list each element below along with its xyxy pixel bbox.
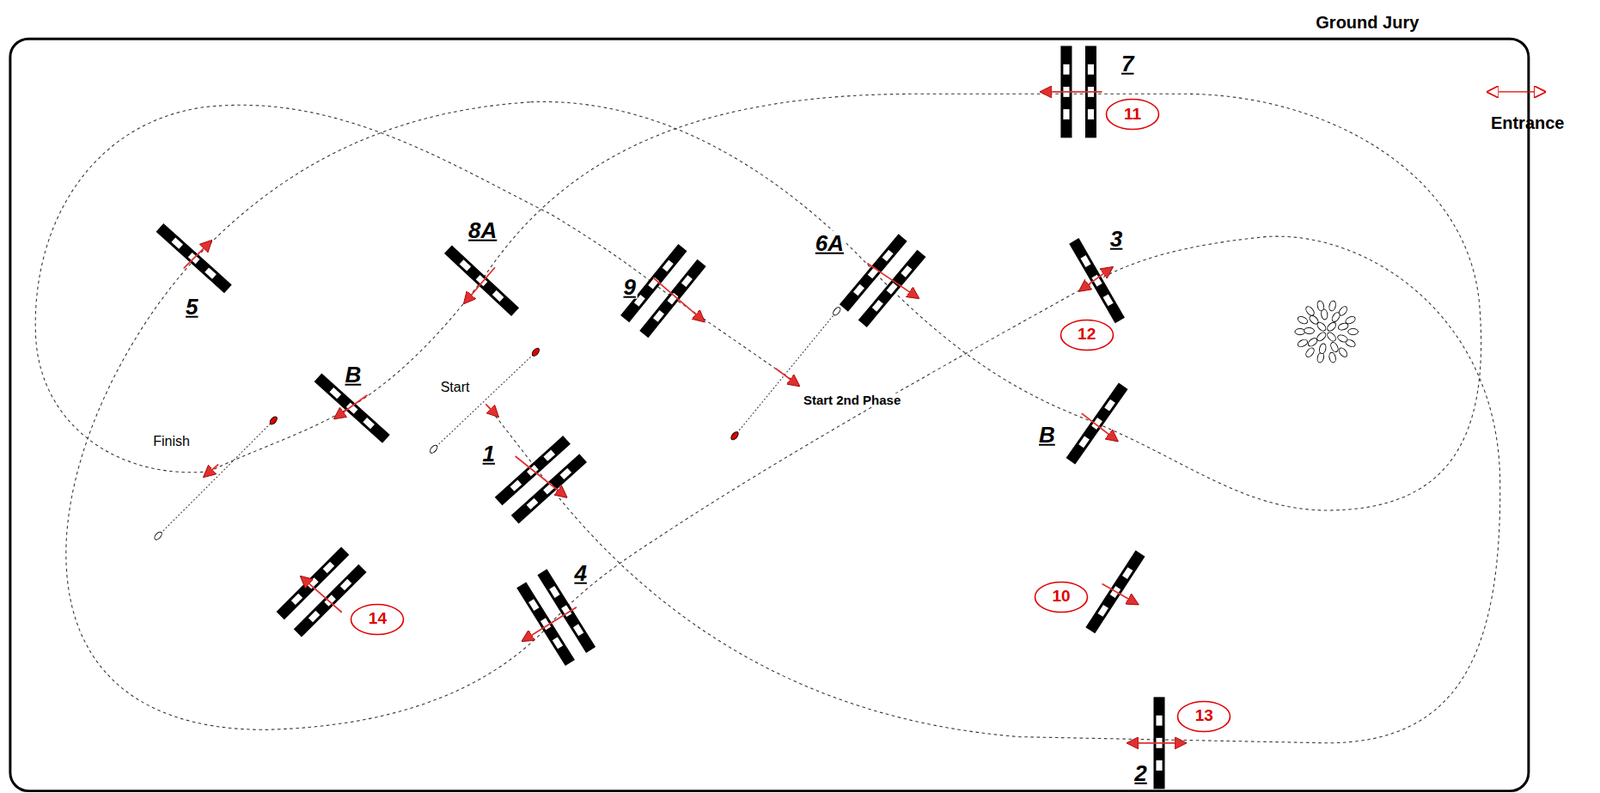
fence-number: 1 [481,441,497,467]
callout-circle: 12 [1059,318,1115,352]
callout-number: 14 [368,610,387,629]
course-route [35,93,1500,744]
fence-number: 5 [183,294,200,320]
arena-border [10,38,1529,791]
phase-start-label: Start 2nd Phase [801,392,903,408]
fence-number: 6A [813,230,846,256]
direction-arrows [183,91,1186,744]
start-label: Start [439,380,472,397]
finish-label: Finish [151,433,192,450]
callout-circle: 11 [1105,97,1161,131]
jury-label: Ground Jury [1313,12,1421,32]
fence-number: B [1037,422,1057,448]
fence-number: 3 [1108,226,1124,252]
entrance-arrow [1487,91,1546,92]
timing-posts [152,305,842,541]
callout-circle: 14 [349,603,405,636]
fence-number: 9 [621,274,637,300]
fence-number: 4 [572,561,588,587]
callout-circle: 13 [1176,700,1232,733]
callout-number: 13 [1195,707,1214,726]
tree-symbol [1294,299,1359,363]
fence-number: 2 [1132,761,1149,787]
fence-number: 8A [466,218,499,244]
callout-circle: 10 [1033,580,1089,614]
entrance-label: Entrance [1489,113,1567,133]
callout-number: 11 [1123,105,1142,124]
timing-lines [158,311,837,536]
callout-number: 10 [1051,587,1070,606]
fences [156,45,1166,789]
callout-number: 12 [1077,325,1096,344]
fence-number: B [343,362,364,388]
fence-number: 7 [1119,50,1136,76]
